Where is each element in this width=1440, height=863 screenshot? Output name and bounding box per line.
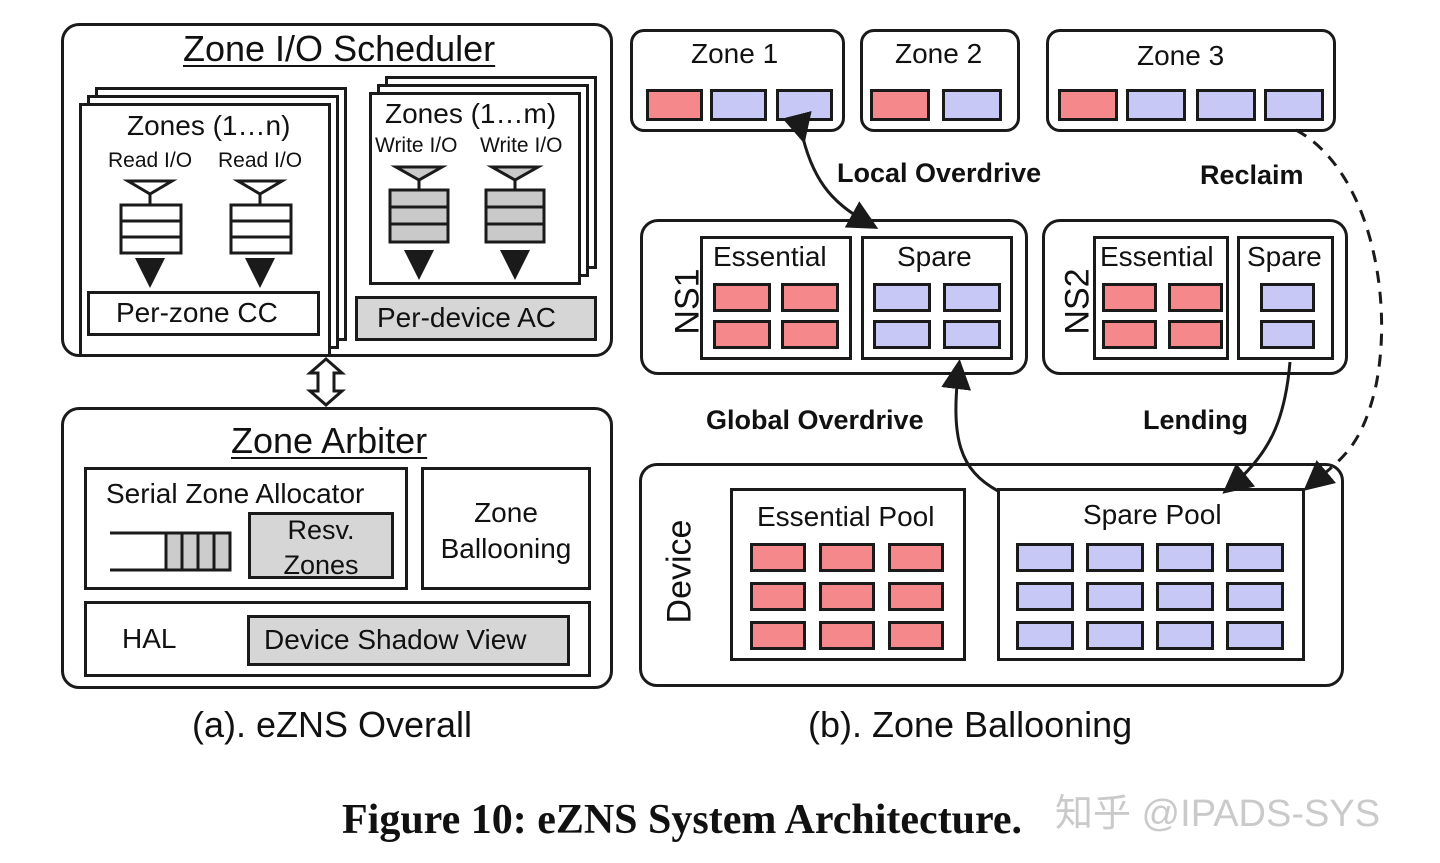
hal-label: HAL [122, 623, 177, 654]
read-group-title: Zones (1…n) [127, 110, 291, 141]
per-zone-cc-label: Per-zone CC [116, 297, 278, 328]
per-device-ac-label: Per-device AC [377, 302, 556, 333]
global-overdrive-arrow [941, 359, 999, 493]
allocator-label: Serial Zone Allocator [106, 478, 365, 509]
write-queue-label: Write I/O [375, 134, 458, 157]
reserved-zones-label: Resv. Zones [283, 515, 359, 580]
spare-block [1226, 582, 1284, 611]
read-queue-label: Read I/O [108, 149, 193, 172]
spare-block [1016, 582, 1074, 611]
per-device-ac-box [355, 296, 597, 341]
read-queue-icon [119, 179, 183, 288]
spare-block [1086, 621, 1144, 650]
zone-label: Zone 1 [691, 38, 779, 69]
essential-block [1058, 89, 1118, 121]
scheduler-title: Zone I/O Scheduler [183, 28, 496, 69]
zone-ballooning-box [421, 467, 591, 590]
device-shadow-view-label: Device Shadow View [264, 624, 527, 655]
caption-b: (b). Zone Ballooning [808, 704, 1133, 745]
spare-block [1156, 621, 1214, 650]
spare-block [1196, 89, 1256, 121]
zone-ballooning-label: Zone Ballooning [440, 497, 572, 564]
arbiter-title: Zone Arbiter [231, 420, 428, 461]
spare-block [1260, 283, 1315, 312]
spare-block [1156, 543, 1214, 572]
spare-block [873, 283, 931, 312]
caption-a: (a). eZNS Overall [192, 704, 473, 745]
watermark: 知乎 @IPADS-SYS [1055, 793, 1381, 835]
lending-label: Lending [1143, 405, 1248, 435]
spare-block [873, 320, 931, 349]
write-queue-icon [388, 165, 450, 280]
reserved-zones-box [248, 512, 394, 579]
per-zone-cc-box [87, 291, 320, 336]
essential-block [750, 621, 806, 650]
read-queue-label: Read I/O [218, 149, 303, 172]
essential-block [888, 582, 944, 611]
spare-block [1264, 89, 1324, 121]
local-overdrive-arrow [782, 111, 879, 229]
write-queue-icon [484, 165, 546, 280]
essential-label: Essential [713, 241, 827, 272]
spare-block [710, 89, 767, 121]
allocator-queue-icon [110, 531, 232, 572]
global-overdrive-label: Global Overdrive [706, 405, 924, 435]
spare-block [1126, 89, 1186, 121]
spare-block [1226, 621, 1284, 650]
spare-label: Spare [1247, 241, 1322, 272]
spare-block [1016, 543, 1074, 572]
essential-pool-label: Essential Pool [757, 501, 935, 532]
essential-block [888, 621, 944, 650]
spare-block [942, 89, 1002, 121]
essential-block [646, 89, 703, 121]
spare-block [943, 320, 1001, 349]
essential-block [819, 582, 875, 611]
device-shadow-view-box [247, 615, 570, 666]
write-queue-label: Write I/O [480, 134, 563, 157]
essential-block [713, 283, 771, 312]
spare-pool-label: Spare Pool [1083, 499, 1222, 530]
essential-block [1102, 283, 1157, 312]
read-queue-icon [229, 179, 293, 288]
reclaim-arrow [1295, 128, 1384, 491]
zone-label: Zone 3 [1137, 40, 1225, 71]
essential-block [888, 543, 944, 572]
zone-label: Zone 2 [895, 38, 983, 69]
essential-block [819, 543, 875, 572]
reclaim-label: Reclaim [1200, 160, 1304, 190]
bidirectional-arrow-icon [306, 357, 346, 407]
figure-caption: Figure 10: eZNS System Architecture. [342, 797, 1023, 843]
write-group-title: Zones (1…m) [385, 98, 557, 129]
spare-block [1260, 320, 1315, 349]
essential-block [781, 320, 839, 349]
spare-block [1086, 582, 1144, 611]
essential-block [1168, 320, 1223, 349]
spare-label: Spare [897, 241, 972, 272]
spare-block [1016, 621, 1074, 650]
essential-label: Essential [1100, 241, 1214, 272]
essential-block [819, 621, 875, 650]
essential-block [750, 543, 806, 572]
essential-block [781, 283, 839, 312]
spare-block [943, 283, 1001, 312]
spare-block [1226, 543, 1284, 572]
lending-arrow [1222, 361, 1292, 494]
spare-block [1156, 582, 1214, 611]
spare-block [1086, 543, 1144, 572]
essential-block [1168, 283, 1223, 312]
essential-block [1102, 320, 1157, 349]
essential-block [713, 320, 771, 349]
essential-block [870, 89, 930, 121]
essential-block [750, 582, 806, 611]
